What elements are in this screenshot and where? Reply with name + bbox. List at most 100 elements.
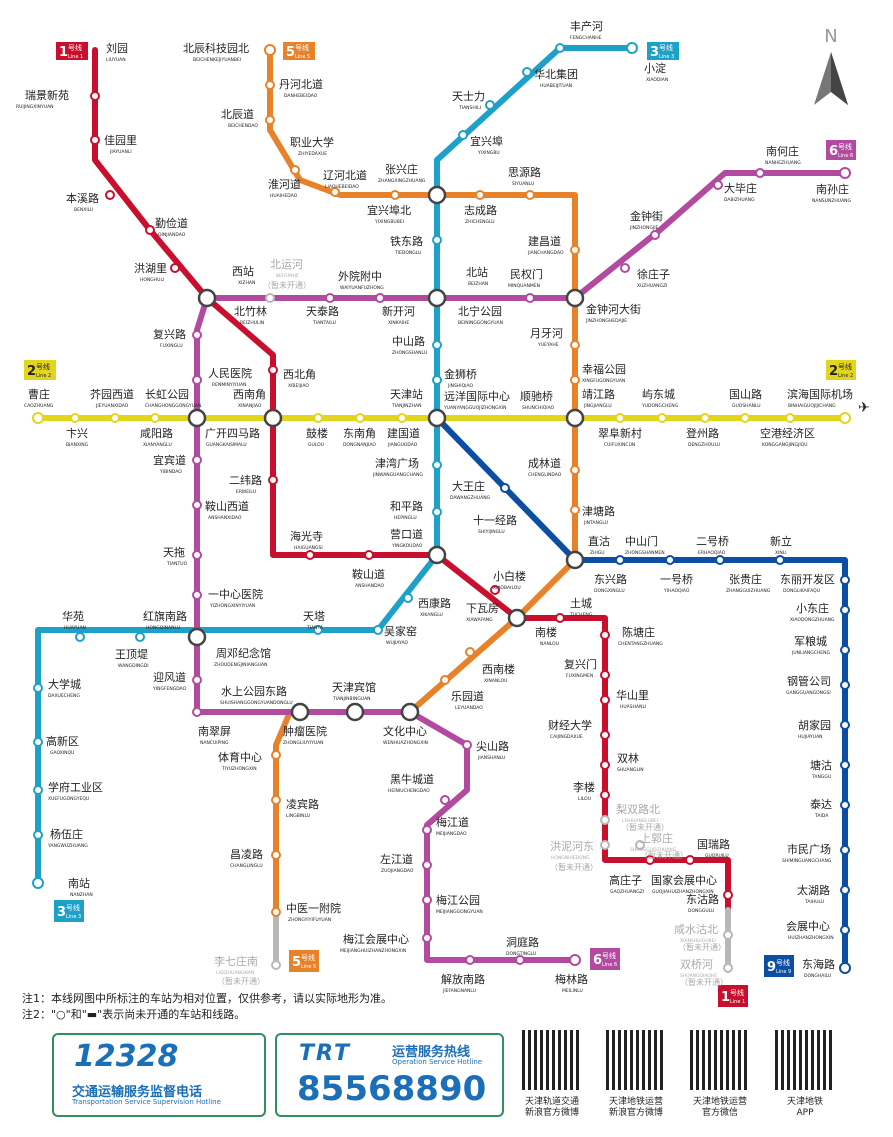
station-dot bbox=[390, 190, 400, 200]
station-label-en: TANGGU bbox=[811, 774, 831, 780]
station-label-en: ANSHANDAO bbox=[355, 583, 385, 589]
station-dot bbox=[355, 413, 365, 423]
station-label-en: XINANLOU bbox=[484, 678, 507, 684]
station-label-en: YINGFENGDAO bbox=[152, 686, 187, 692]
station-dot bbox=[170, 263, 180, 273]
transfer-jingjianglu bbox=[565, 408, 585, 428]
station-label: 黑牛城道 bbox=[390, 772, 434, 786]
station-label: 乐园道 bbox=[451, 689, 484, 703]
station-label: 号线 bbox=[838, 142, 852, 151]
station-label: 徐庄子 bbox=[637, 267, 670, 281]
station-label-en: JINZHONGHEDAJIE bbox=[585, 318, 627, 324]
station-label-en: YINGKOUDAO bbox=[391, 543, 423, 549]
station-dot bbox=[150, 413, 160, 423]
qr-caption-line: 天津地铁运营 bbox=[692, 1097, 747, 1107]
station-dot bbox=[555, 613, 565, 623]
station-dot bbox=[458, 130, 468, 140]
station-label: 5 bbox=[286, 45, 295, 60]
station-label-en: BEIZHULIN bbox=[240, 320, 264, 326]
station-label: 丹河北道 bbox=[279, 77, 323, 91]
qr-code-app[interactable] bbox=[775, 1030, 835, 1090]
station-label: 中山门 bbox=[625, 534, 658, 548]
station-label-en: TIANTA bbox=[306, 625, 324, 631]
station-dot bbox=[313, 413, 323, 423]
station-label-en: JIAYUANLI bbox=[109, 149, 132, 155]
station-dot bbox=[422, 860, 432, 870]
station-label: 滨海国际机场 bbox=[787, 387, 853, 401]
station-label-en: BENXILU bbox=[74, 207, 93, 213]
station-label-en: ZHONGYIYIFUYUAN bbox=[288, 917, 331, 923]
station-label: 洪湖里 bbox=[134, 261, 167, 275]
station-label: 津湾广场 bbox=[375, 456, 419, 470]
station-label-en: FENGCHANHE bbox=[570, 35, 602, 41]
station-label: 上郭庄 bbox=[640, 831, 673, 845]
station-label-en: YUANYANGGUOJIZHONGXIN bbox=[443, 405, 506, 411]
station-label-en: YIXINGBUBEI bbox=[374, 219, 404, 225]
station-label-en: GULOU bbox=[308, 442, 324, 448]
station-label-en: HONGHULI bbox=[140, 277, 164, 283]
station-label-en: XINKAIHE bbox=[388, 320, 409, 326]
transfer-jinzhonghedajie bbox=[565, 288, 585, 308]
station-label-en: LISHUANGLUBEI bbox=[622, 818, 658, 824]
station-label: 顺驰桥 bbox=[520, 389, 553, 403]
station-label: （暂未开通） bbox=[263, 280, 311, 290]
station-label: 小白楼 bbox=[493, 569, 526, 583]
qr-code-weibo-transit[interactable] bbox=[522, 1030, 582, 1090]
qr-caption-1: 天津轨道交通新浪官方微博 bbox=[512, 1097, 592, 1119]
station-label: 6 bbox=[829, 144, 838, 159]
station-dot bbox=[422, 895, 432, 905]
station-dot bbox=[600, 790, 610, 800]
station-label-en: ZHIYEDAXUE bbox=[298, 151, 327, 157]
qr-code-weibo-operation[interactable] bbox=[606, 1030, 666, 1090]
station-label-en: JINZHONGJIE bbox=[629, 225, 659, 231]
station-label: 3 bbox=[57, 905, 66, 920]
line-3-route bbox=[35, 45, 635, 886]
station-label: 3 bbox=[650, 45, 659, 60]
station-label: 南站 bbox=[68, 876, 90, 890]
station-label: 号线 bbox=[295, 43, 309, 52]
station-label-en: ZHANGXINGZHUANG bbox=[378, 178, 426, 184]
station-label-en: WAIYUANFUZHONG bbox=[340, 285, 384, 291]
station-dot bbox=[440, 675, 450, 685]
station-label-en: DABIZHUANG bbox=[724, 197, 755, 203]
station-dot bbox=[515, 955, 525, 965]
station-label-en: HUAIHEDAO bbox=[270, 193, 298, 199]
station-dot bbox=[570, 465, 580, 475]
qr-code-wechat[interactable] bbox=[690, 1030, 750, 1090]
station-label: 志成路 bbox=[464, 204, 497, 217]
station-dot bbox=[840, 645, 850, 655]
station-label-en: LIUYUAN bbox=[106, 57, 126, 63]
station-label: 财经大学 bbox=[548, 718, 592, 732]
station-label-en: HONGQINANLU bbox=[146, 625, 180, 631]
station-label-en: JINWANGUANGCHANG bbox=[372, 472, 423, 478]
station-label: 直沽 bbox=[588, 534, 610, 548]
station-label: 瑞景新苑 bbox=[25, 88, 69, 102]
station-label: 学府工业区 bbox=[48, 780, 103, 794]
station-label: 吴家窑 bbox=[384, 624, 417, 638]
station-label: 小淀 bbox=[644, 61, 666, 75]
station-label-en: ZHOUDENGJINIANGUAN bbox=[214, 662, 267, 668]
station-label-en: GUANGKAISIMALU bbox=[206, 442, 247, 448]
station-label-en: BEIZHAN bbox=[468, 281, 488, 287]
station-label-en: HAIGUANGSI bbox=[294, 545, 323, 551]
station-dot bbox=[32, 412, 44, 424]
trt-hotline-zh: 运营服务热线 bbox=[392, 1045, 471, 1060]
station-label-en: ZHONGSHANLU bbox=[392, 350, 427, 356]
station-label-en: TUCHENG bbox=[569, 612, 593, 618]
station-label: 丰产河 bbox=[570, 19, 603, 33]
station-dot bbox=[192, 550, 202, 560]
station-dot bbox=[525, 293, 535, 303]
station-label: 2 bbox=[27, 364, 36, 379]
station-label-en: ZUOJIANGDAO bbox=[381, 868, 414, 874]
transport-hotline-zh: 交通运输服务监督电话 bbox=[72, 1085, 203, 1100]
station-dot bbox=[715, 555, 725, 565]
qr-caption-line: 天津地铁运营 bbox=[608, 1097, 663, 1107]
station-dot bbox=[840, 925, 850, 935]
station-label-en: GANGGUANGONGSI bbox=[786, 690, 831, 696]
station-label: 金钟河大街 bbox=[586, 302, 641, 316]
transport-hotline-number: 12328 bbox=[74, 1039, 179, 1074]
qr-caption-line: 官方微信 bbox=[701, 1108, 738, 1118]
station-label: 建国道 bbox=[387, 426, 420, 440]
